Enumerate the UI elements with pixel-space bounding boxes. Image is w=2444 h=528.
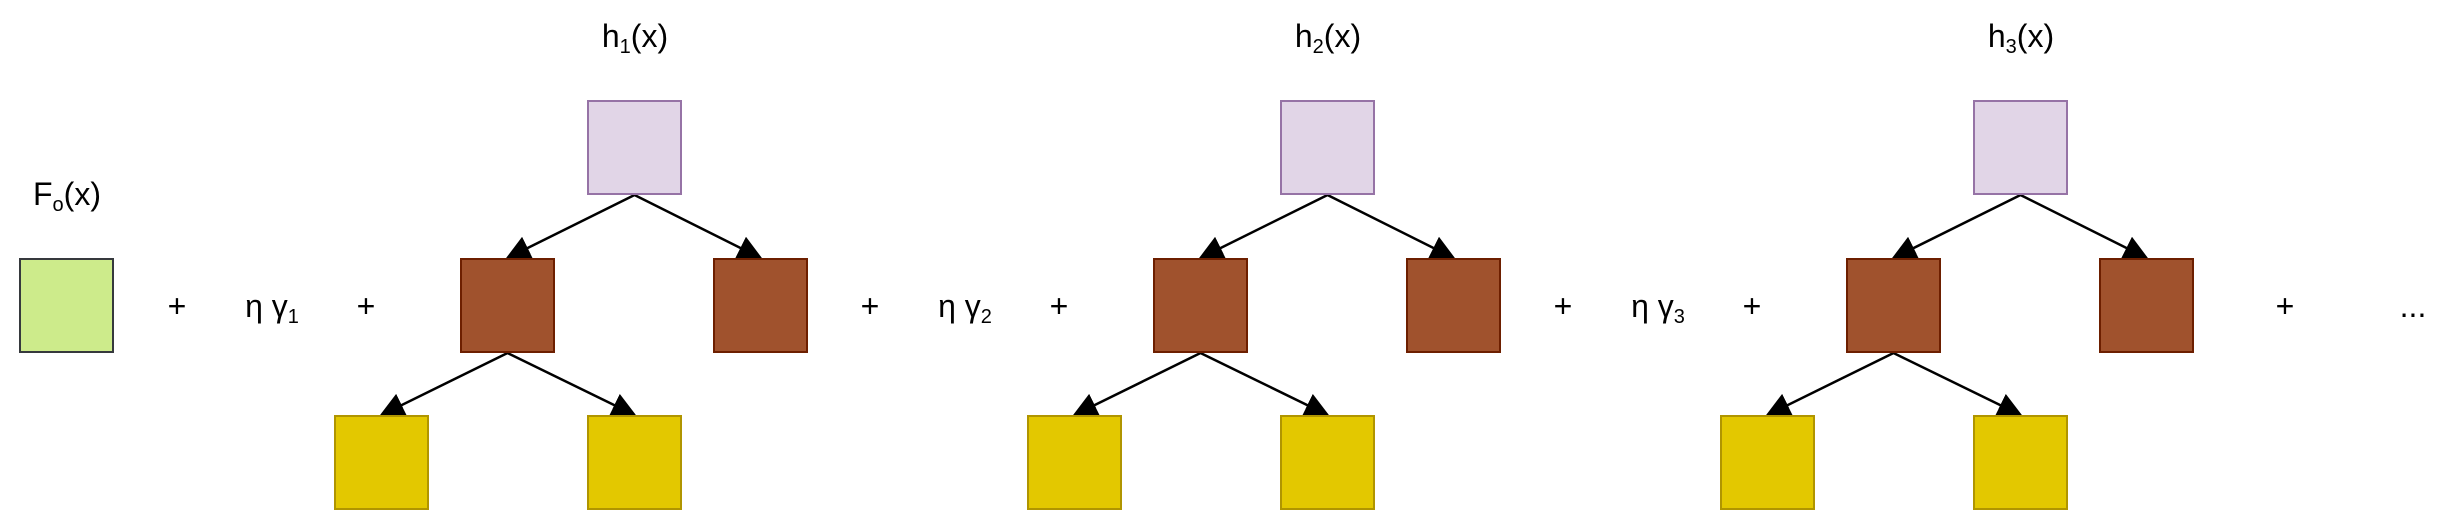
plus-before-eta-1: + <box>167 288 187 324</box>
tree-2-edge-root-right <box>1326 193 1456 260</box>
tree-3-edge-left-leafL <box>1765 351 1895 417</box>
tree-3-right-leaf <box>1973 415 2068 510</box>
tree-2-edge-root-left <box>1198 193 1329 260</box>
tree-3-root-node <box>1973 100 2068 195</box>
tree-2-left-leaf <box>1027 415 1122 510</box>
initial-model-box <box>19 258 114 353</box>
tree-1-right-node <box>713 258 808 353</box>
plus-before-eta-3: + <box>1553 288 1573 324</box>
tree-2-right-node <box>1406 258 1501 353</box>
plus-after-eta-2: + <box>1049 288 1069 324</box>
tree-1-left-node <box>460 258 555 353</box>
tree-1-edge-root-left <box>505 193 636 260</box>
tree-2-edge-left-leafL <box>1072 351 1202 417</box>
tree-2-edge-left-leafR <box>1199 351 1330 417</box>
tree-2-left-node <box>1153 258 1248 353</box>
initial-model-label-main: F <box>33 176 53 212</box>
tree-3-edge-left-leafR <box>1892 351 2023 417</box>
plus-after-eta-1: + <box>356 288 376 324</box>
initial-model-label-tail: (x) <box>63 176 101 212</box>
plus-final: + <box>2275 288 2295 324</box>
tree-3-left-leaf <box>1720 415 1815 510</box>
tree-1-root-node <box>587 100 682 195</box>
tree-3-right-node <box>2099 258 2194 353</box>
tree-3-edge-root-left <box>1891 193 2022 260</box>
tree-1-edge-left-leafR <box>506 351 637 417</box>
learning-rate-gamma-3: η γ3 <box>1631 288 1685 328</box>
tree-1-left-leaf <box>334 415 429 510</box>
tree-1-edge-left-leafL <box>379 351 509 417</box>
tree-2-right-leaf <box>1280 415 1375 510</box>
learning-rate-gamma-1: η γ1 <box>245 288 299 328</box>
tree-1-edge-root-right <box>633 193 763 260</box>
tree-2-root-node <box>1280 100 1375 195</box>
tree-3-edge-root-right <box>2019 193 2149 260</box>
plus-before-eta-2: + <box>860 288 880 324</box>
tree-label-3: h3(x) <box>1987 18 2055 58</box>
tree-3-left-node <box>1846 258 1941 353</box>
initial-model-label: Fo(x) <box>33 174 101 225</box>
tree-label-2: h2(x) <box>1294 18 1362 58</box>
ellipsis: ... <box>2399 288 2427 324</box>
plus-after-eta-3: + <box>1742 288 1762 324</box>
tree-label-1: h1(x) <box>601 18 669 58</box>
initial-model-label-sub: o <box>52 194 64 216</box>
learning-rate-gamma-2: η γ2 <box>938 288 992 328</box>
tree-1-right-leaf <box>587 415 682 510</box>
